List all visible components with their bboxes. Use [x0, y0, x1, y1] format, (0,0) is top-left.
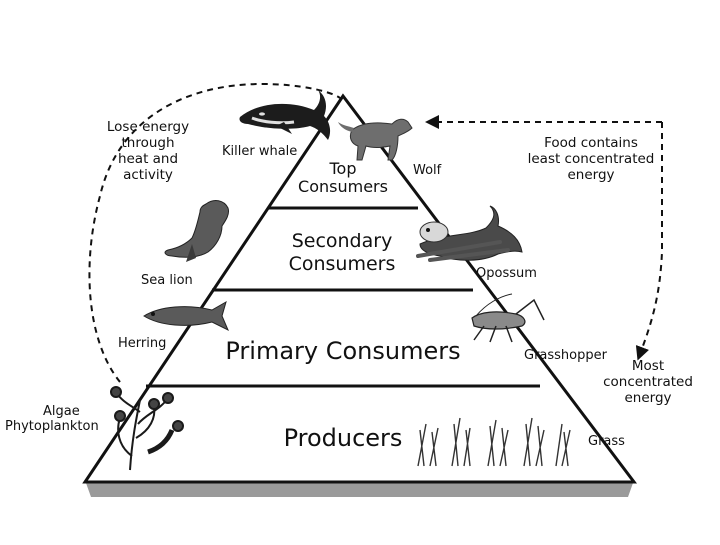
grass-illustration: [417, 417, 571, 467]
tier-primary-label: Primary Consumers: [225, 337, 460, 365]
lose-energy-note-line1: Lose energy: [107, 119, 189, 135]
herring-label: Herring: [118, 336, 166, 351]
pyramid-shadow: [86, 483, 633, 497]
tier-top-label-line2: Consumers: [298, 177, 388, 196]
most-concentrated-note-line1: Most: [632, 358, 664, 374]
grasshopper-illustration: [471, 293, 545, 343]
algae-illustration: [110, 386, 184, 471]
most-concentrated-note-line2: concentrated: [603, 374, 693, 390]
tier-secondary-label-line1: Secondary: [292, 230, 393, 252]
opossum-label: Opossum: [476, 266, 537, 281]
least-concentrated-note-line2: least concentrated: [528, 151, 655, 167]
concentration-dashed-arrow: [635, 122, 663, 361]
killer-whale-label: Killer whale: [222, 144, 297, 159]
energy-loss-dashed-arc: [88, 82, 341, 383]
tier-top-label-line1: Top: [329, 159, 357, 178]
least-concentrated-note-line1: Food contains: [544, 135, 638, 151]
sea-lion-label: Sea lion: [141, 273, 193, 288]
grasshopper-label: Grasshopper: [524, 348, 608, 363]
lose-energy-note-line3: heat and: [118, 151, 178, 167]
algae-label-line2: Phytoplankton: [5, 419, 99, 434]
opossum-illustration: [416, 205, 523, 262]
grass-label: Grass: [588, 434, 625, 449]
most-concentrated-note-line3: energy: [624, 390, 671, 406]
algae-label-line1: Algae: [43, 404, 80, 419]
least-concentrated-note-line3: energy: [567, 167, 614, 183]
killer-whale-illustration: [239, 90, 331, 140]
lose-energy-note-line2: through: [121, 135, 174, 151]
wolf-illustration: [338, 118, 413, 161]
wolf-label: Wolf: [413, 163, 442, 178]
lose-energy-note-line4: activity: [123, 167, 173, 183]
tier-secondary-label-line2: Consumers: [289, 253, 396, 275]
sea-lion-illustration: [164, 200, 229, 262]
tier-producers-label: Producers: [284, 424, 403, 452]
herring-illustration: [143, 300, 229, 332]
